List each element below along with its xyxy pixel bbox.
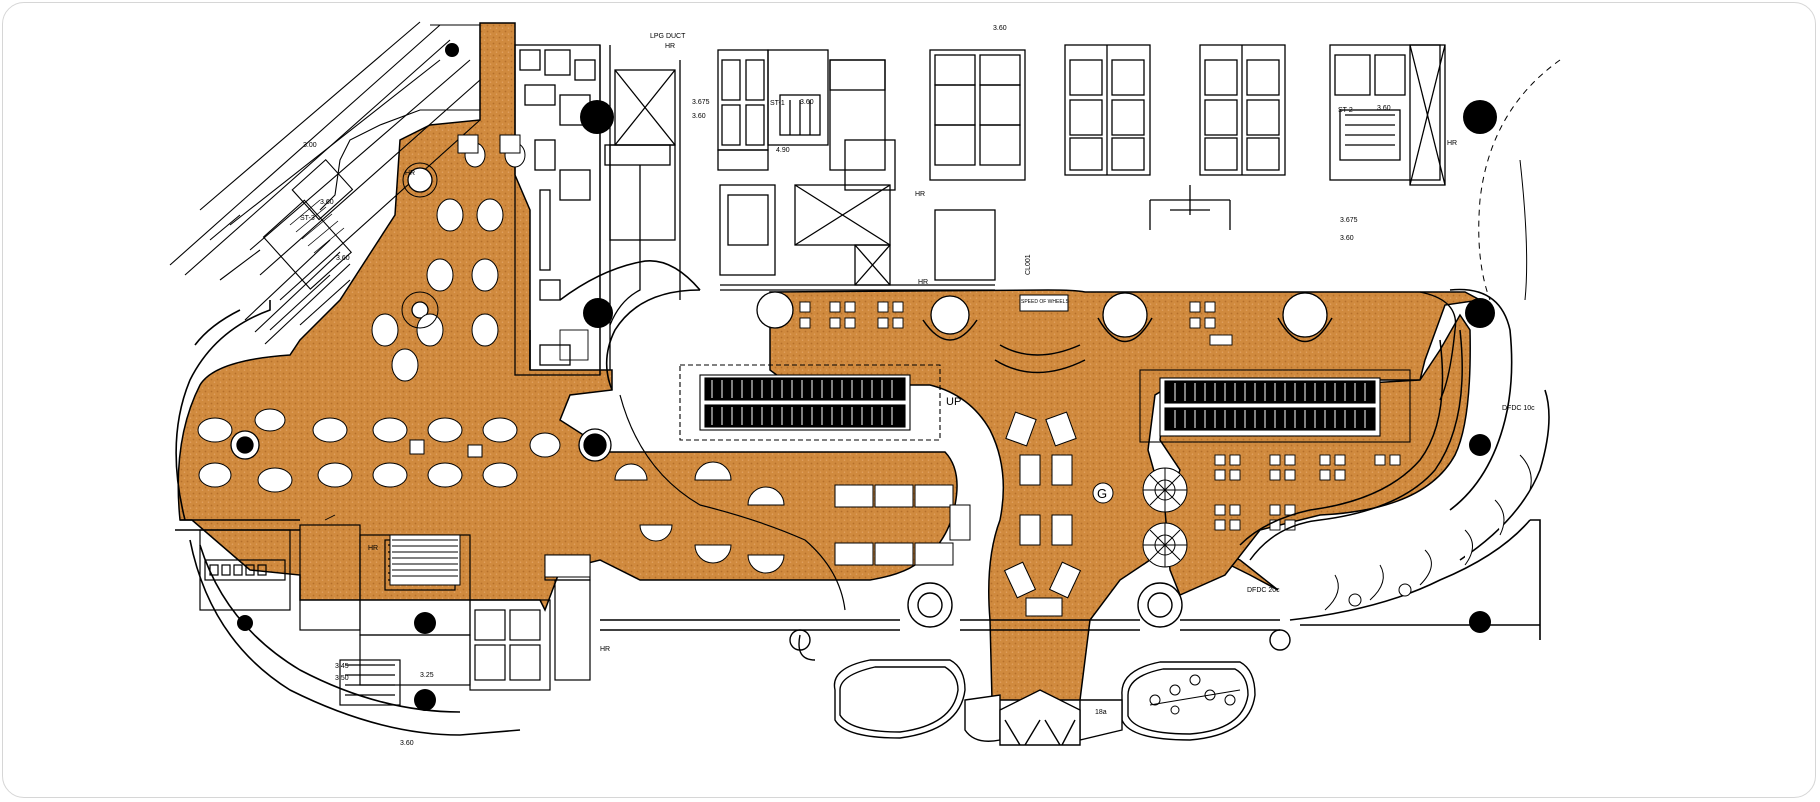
label-level-345: 3.45 bbox=[335, 663, 349, 670]
south-walls bbox=[600, 619, 1280, 631]
round-booths bbox=[1142, 467, 1188, 568]
half-round-tables bbox=[614, 461, 785, 574]
label-speed-gate: SPEED OF WHEELS bbox=[1021, 299, 1069, 305]
outer-walls bbox=[175, 260, 1550, 736]
stairs-west bbox=[324, 329, 589, 521]
label-level-360-b: 3.60 bbox=[800, 99, 814, 106]
label-level-360-a: 3.60 bbox=[692, 113, 706, 120]
oval-tables bbox=[197, 142, 561, 493]
label-hr-6: HR bbox=[368, 545, 378, 552]
revolving-doors bbox=[789, 582, 1291, 661]
label-level-360-h: 3.60 bbox=[400, 740, 414, 747]
track-curve bbox=[619, 394, 846, 611]
label-level-300: 3.00 bbox=[303, 142, 317, 149]
east-counter-curve bbox=[1419, 291, 1457, 401]
plan-labels: LPG DUCT HR HR HR HR HR HR HR 3.675 3.60… bbox=[300, 25, 1535, 747]
label-hr-4: HR bbox=[1447, 140, 1457, 147]
label-level-360-c: 3.60 bbox=[993, 25, 1007, 32]
label-stair-3: ST-3 bbox=[300, 215, 315, 222]
label-hr-5: HR bbox=[405, 170, 415, 177]
round-pillars bbox=[230, 167, 1328, 462]
g-marker: G bbox=[1092, 482, 1114, 504]
label-level-360-d: 3.60 bbox=[1377, 105, 1391, 112]
label-hr-2: HR bbox=[915, 191, 925, 198]
east-booth-seats bbox=[1324, 454, 1532, 611]
south-pods bbox=[833, 659, 1256, 746]
cluster-tables bbox=[799, 301, 1401, 531]
label-level-3675-b: 3.675 bbox=[1340, 217, 1358, 224]
label-up: UP bbox=[946, 396, 961, 408]
label-lpg-duct: LPG DUCT bbox=[650, 33, 686, 40]
label-level-360-e: 3.60 bbox=[336, 255, 350, 262]
label-dfdc-20c: DFDC 20c bbox=[1247, 587, 1280, 594]
label-level-325: 3.25 bbox=[420, 672, 434, 679]
label-g: G bbox=[1097, 486, 1107, 501]
escalator-west bbox=[679, 364, 941, 441]
label-level-360-f: 3.60 bbox=[1340, 235, 1354, 242]
diagonal-structure bbox=[169, 21, 481, 345]
west-ring-seats bbox=[401, 162, 439, 329]
label-level-350: 3.50 bbox=[335, 675, 349, 682]
curved-booths bbox=[922, 317, 1463, 561]
label-stair-2: ST-2 bbox=[1338, 107, 1353, 114]
dashed-boundary bbox=[1478, 59, 1561, 301]
boh-rooms bbox=[514, 44, 1446, 376]
escalator-east bbox=[1139, 369, 1411, 443]
south-pod-east-fixtures bbox=[1149, 674, 1241, 715]
label-hr-3: HR bbox=[918, 279, 928, 286]
label-hr-7: HR bbox=[600, 646, 610, 653]
label-hr-1: HR bbox=[665, 43, 675, 50]
label-stair-1: ST-1 bbox=[770, 100, 785, 107]
floor-north-corridor bbox=[177, 22, 958, 612]
label-dfdc-10c: DFDC 10c bbox=[1502, 405, 1535, 412]
label-cl001: CL001 bbox=[1025, 254, 1032, 275]
label-level-3675-a: 3.675 bbox=[692, 99, 710, 106]
escalator-southwest bbox=[389, 534, 461, 586]
label-level-360-g: 3.60 bbox=[320, 199, 334, 206]
speed-gate-area bbox=[1019, 294, 1069, 312]
label-room-18a: 18a bbox=[1095, 709, 1107, 716]
label-level-490: 4.90 bbox=[776, 147, 790, 154]
square-tables bbox=[409, 134, 1082, 617]
